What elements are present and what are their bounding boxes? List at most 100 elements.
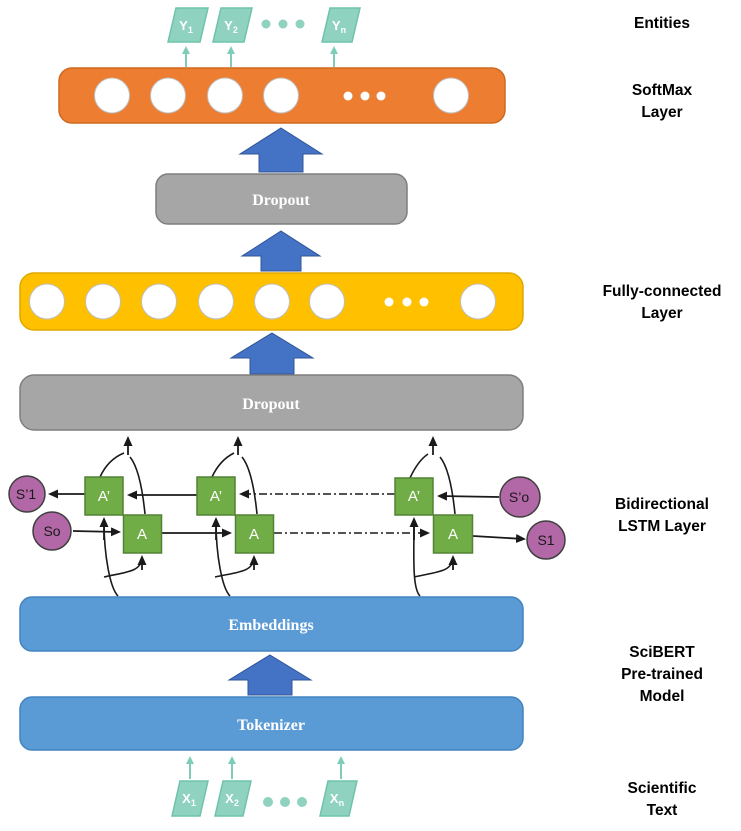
fc-ellipsis-dot (384, 297, 394, 307)
side-label-bilstm-line1: Bidirectional (615, 496, 709, 513)
input-node-x2 (214, 780, 252, 817)
backward-lstm-cell-1 (84, 476, 124, 516)
dropout-bottom-layer: Dropout (19, 374, 524, 431)
softmax-neuron (263, 77, 299, 114)
bilstm-layer: A’ A A’ A A’ A S’1 So S’o S1 (8, 436, 566, 597)
input-node-xn (319, 780, 358, 817)
fully-connected-layer (19, 272, 524, 331)
input-ellipsis-dot (263, 797, 273, 807)
side-label-scientific-line2: Text (647, 802, 678, 819)
fc-neuron (198, 283, 234, 320)
side-label-softmax-line1: SoftMax (632, 82, 693, 99)
output-node-yn-label: Yn (332, 18, 346, 35)
bilstm-output-curve (241, 456, 258, 515)
softmax-ellipsis-dot (343, 91, 353, 101)
side-label-scibert-line3: Model (640, 688, 685, 705)
state-s0prime-label: S’o (509, 489, 529, 505)
output-node-y1 (167, 7, 209, 43)
softmax-ellipsis-dot (376, 91, 386, 101)
softmax-neuron (94, 77, 130, 114)
bilstm-output-curve (211, 452, 235, 478)
tokenizer-layer: Tokenizer (19, 696, 524, 751)
output-ellipsis-dot (295, 19, 305, 29)
backward-lstm-cell-3-label: A’ (408, 488, 420, 505)
bilstm-input-arrows (99, 517, 458, 597)
s0prime-to-backward-cell3-arrow (437, 491, 500, 501)
embeddings-layer: Embeddings (19, 596, 524, 652)
state-s0prime-circle (499, 476, 541, 518)
state-s1-circle (526, 520, 566, 560)
state-s1-label: S1 (537, 532, 554, 548)
forward-lstm-cell-2 (234, 514, 275, 554)
dropout-bottom-box (19, 374, 524, 431)
output-node-yn (321, 7, 361, 43)
backward-lstm-cell-1-label: A’ (98, 488, 110, 505)
side-label-bilstm-line2: LSTM Layer (618, 518, 706, 535)
fc-neuron (85, 283, 121, 320)
embeddings-box (19, 596, 524, 652)
softmax-neuron (150, 77, 186, 114)
bilstm-output-curve (409, 453, 429, 479)
output-node-y2 (212, 7, 253, 43)
bilstm-output-arrows (99, 436, 456, 515)
softmax-neuron (433, 77, 469, 114)
bilstm-output-curve (99, 452, 125, 478)
side-label-scibert-line2: Pre-trained (621, 666, 703, 683)
state-s1prime-label: S’1 (16, 486, 36, 502)
side-label-scibert-line1: SciBERT (629, 644, 695, 661)
forward-cell3-to-s1-arrow (472, 534, 526, 544)
side-label-entities: Entities (634, 15, 690, 32)
forward-lstm-cell-2-label: A (249, 526, 259, 543)
dropout-top-box (155, 173, 408, 225)
input-ellipsis-dot (297, 797, 307, 807)
side-label-softmax-line2: Layer (641, 104, 682, 121)
bilstm-output-curve (439, 456, 456, 515)
softmax-layer (58, 67, 506, 124)
side-label-fc-line2: Layer (641, 305, 682, 322)
tokenizer-box (19, 696, 524, 751)
output-node-y2-label: Y2 (224, 18, 238, 35)
backward-lstm-cell-2-label: A’ (210, 488, 222, 505)
side-labels: Entities SoftMax Layer Fully-connected L… (603, 15, 722, 819)
up-arrow-tokenizer-to-embeddings (227, 654, 313, 696)
output-ellipsis-dot (278, 19, 288, 29)
bilstm-output-curve (129, 456, 146, 515)
state-s0-circle (32, 511, 72, 551)
softmax-ellipsis-dot (360, 91, 370, 101)
side-label-fc-line1: Fully-connected (603, 283, 722, 300)
s0-to-forward-cell1-arrow (72, 527, 121, 537)
state-s0-label: So (43, 523, 60, 539)
output-node-y1-label: Y1 (179, 18, 193, 35)
fc-ellipsis-dot (402, 297, 412, 307)
side-label-scientific-line1: Scientific (628, 780, 697, 797)
forward-lstm-cell-1 (122, 514, 163, 554)
fc-neuron (29, 283, 65, 320)
dropout-bottom-label: Dropout (242, 396, 300, 413)
fc-ellipsis-dot (419, 297, 429, 307)
input-nodes: X1 X2 Xn (171, 756, 358, 817)
fc-neuron (460, 283, 496, 320)
fc-neuron (254, 283, 290, 320)
dropout-top-label: Dropout (252, 192, 310, 209)
softmax-neuron (207, 77, 243, 114)
input-node-xn-label: Xn (330, 791, 344, 808)
up-arrow-dropout-to-softmax (238, 127, 324, 173)
dropout-top-layer: Dropout (155, 173, 408, 225)
backward-lstm-cell-2 (196, 476, 236, 516)
forward-lstm-cell-3-label: A (448, 526, 458, 543)
fc-neuron (141, 283, 177, 320)
input-node-x1 (171, 780, 209, 817)
up-arrow-dropout2-to-fc (229, 332, 315, 375)
forward-lstm-cell-1-label: A (137, 526, 147, 543)
state-s1prime-circle (8, 475, 46, 513)
forward-lstm-cell-3 (432, 514, 474, 554)
output-nodes: Y1 Y2 Yn (167, 7, 361, 67)
input-ellipsis-dot (280, 797, 290, 807)
input-node-x2-label: X2 (225, 791, 239, 808)
output-ellipsis-dot (261, 19, 271, 29)
tokenizer-label: Tokenizer (237, 717, 305, 734)
embeddings-label: Embeddings (228, 617, 313, 634)
fc-neuron (309, 283, 345, 320)
